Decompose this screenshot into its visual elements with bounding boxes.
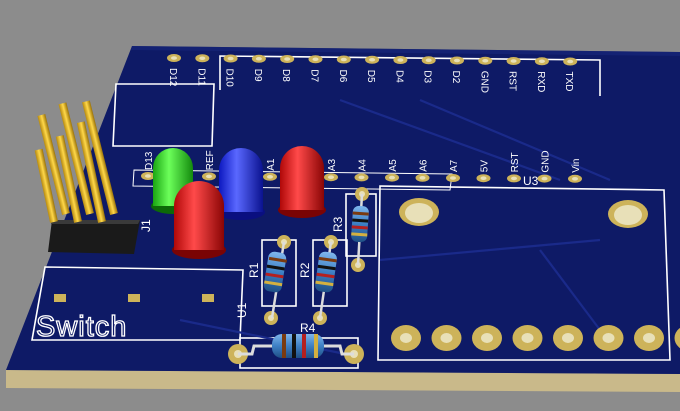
top-header-label: D10 [224,69,235,88]
top-header-pad-hole [538,59,545,64]
top-header-label: D4 [393,70,404,83]
u3-module [399,198,648,228]
bottom-header-label: A4 [358,159,369,172]
top-header-label: D3 [422,70,433,83]
u3-pad-hole [562,333,574,343]
bottom-header-label: Vin [571,159,582,173]
blue-led [217,148,265,220]
r1-label: R1 [247,262,261,278]
top-header-pad-hole [199,56,206,61]
bottom-header-label: RST [510,152,521,172]
bottom-header-pad-hole [419,176,426,180]
bottom-header-label: A1 [266,158,277,171]
bottom-header-pad-hole [389,175,395,180]
u3-pin-pads [391,325,680,351]
bottom-header-pad-hole [206,174,212,179]
top-header-pad-hole [482,58,489,63]
silkscreen-text: Switch J1 U1 U3 R1 R2 R3 R4 [35,174,539,344]
red-led-left [172,181,226,259]
r3-label: R3 [331,216,345,232]
top-header-pad-hole [171,56,177,60]
u3-label: U3 [523,174,539,188]
j1-label: J1 [139,219,153,232]
bottom-header-pad-hole [328,175,334,179]
top-header-pad-hole [567,59,574,64]
bottom-header-pad-hole [572,177,578,181]
resistor-r2 [315,241,337,319]
top-header-pad-hole [255,56,262,61]
top-header-pad-hole [425,58,432,63]
top-header-label: GND [478,71,489,93]
bottom-header-pad-hole [541,176,548,181]
top-header-label: D5 [365,70,376,83]
top-header-pad-hole [312,57,319,62]
top-header-label: D12 [167,68,178,87]
bottom-header-label: D13 [144,151,155,170]
top-header-pad-hole [510,59,517,63]
bottom-header-label: A5 [388,159,399,172]
u3-pad-hole [440,333,453,343]
u3-pad-hole [602,333,615,343]
u3-pad-hole [481,333,493,343]
top-header-pads [167,54,578,66]
top-header-pad-hole [227,56,234,61]
top-header-labels: D12 D11 D10 D9 D8 D7 D6 D5 D4 D3 D2 GND RST RXD TXD [167,68,574,93]
top-header-label: D2 [450,71,461,84]
u1-label: U1 [235,302,249,318]
u3-pad [674,327,680,349]
red-led-right [278,146,326,218]
pcb-board [6,46,680,392]
bottom-header-label: GND [541,150,552,172]
bottom-header-pad-hole [511,176,517,181]
bottom-header-label: REF [205,150,216,170]
top-header-label: RXD [535,71,546,92]
bottom-header-label: 5V [480,160,491,173]
u3-pad-hole [521,333,534,343]
top-header-label: D11 [195,68,206,86]
bottom-header-pad-hole [450,176,456,180]
j1-pin-header [34,100,140,254]
bottom-header-label: A6 [419,159,430,172]
top-header-label: TXD [563,72,574,92]
u3-pad-hole [400,333,412,343]
switch-label: Switch [36,311,127,343]
resistor-r1 [263,241,288,319]
bottom-header-pad-hole [358,175,365,180]
bottom-header-pad-hole [145,174,151,178]
top-header-label: RST [507,71,518,91]
pcb-traces [179,98,611,357]
resistor-r4 [238,334,354,358]
bottom-header-label: A3 [327,159,338,172]
top-header-pad-hole [369,57,376,62]
resistor-r3 [351,193,369,266]
bottom-header-pad-hole [480,176,487,180]
bottom-header-pad-hole [267,175,273,179]
bottom-header-label: A7 [449,159,460,172]
top-header-pad-hole [454,58,460,63]
u3-pad-hole [643,333,655,343]
r2-label: R2 [298,262,312,278]
led-group [151,146,326,259]
top-header-label: D6 [337,70,348,83]
r4-label: R4 [300,321,316,335]
top-header-label: D9 [252,69,263,82]
top-header-label: D7 [309,69,320,82]
top-header-pad-hole [397,58,404,62]
switch-pads [54,294,214,302]
top-header-label: D8 [280,69,291,82]
top-header-pad-hole [284,57,291,61]
top-header-pad-hole [340,57,347,62]
